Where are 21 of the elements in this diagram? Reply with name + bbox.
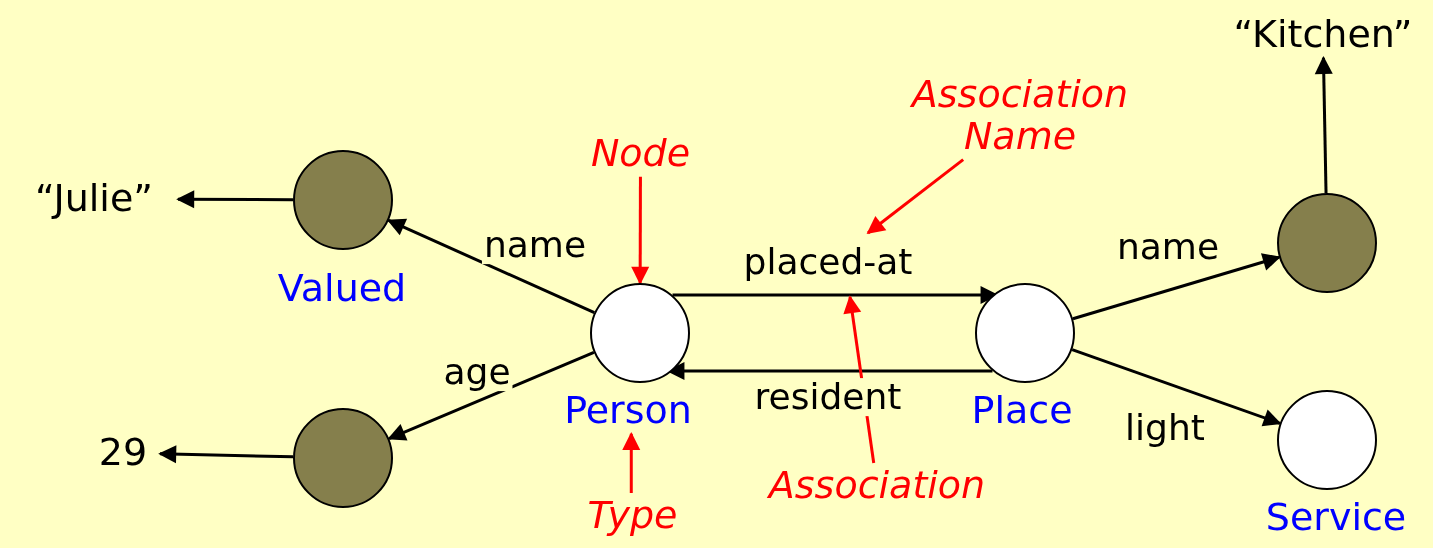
type-label: Person xyxy=(564,390,692,432)
value-text: 29 xyxy=(90,432,156,474)
annotation-text: Type xyxy=(575,495,690,537)
arrow xyxy=(158,445,294,464)
leader-arrow xyxy=(631,176,650,285)
arrow xyxy=(1071,348,1282,427)
arrow xyxy=(1314,56,1333,194)
annotation-text: Association Name xyxy=(880,74,1160,158)
arrow xyxy=(387,218,595,314)
arrow xyxy=(387,351,595,441)
value-text: “Kitchen” xyxy=(1218,14,1428,56)
leader-arrow xyxy=(622,432,641,493)
type-label: Place xyxy=(971,390,1073,432)
type-label: Service xyxy=(1265,497,1407,539)
arrow xyxy=(1072,253,1281,321)
annotation-text: Association xyxy=(742,465,1012,507)
type-label: Valued xyxy=(277,268,407,310)
leader-arrow xyxy=(866,158,965,235)
arrow xyxy=(176,190,293,209)
annotation-text: Node xyxy=(578,133,703,175)
value-text: “Julie” xyxy=(14,178,174,220)
